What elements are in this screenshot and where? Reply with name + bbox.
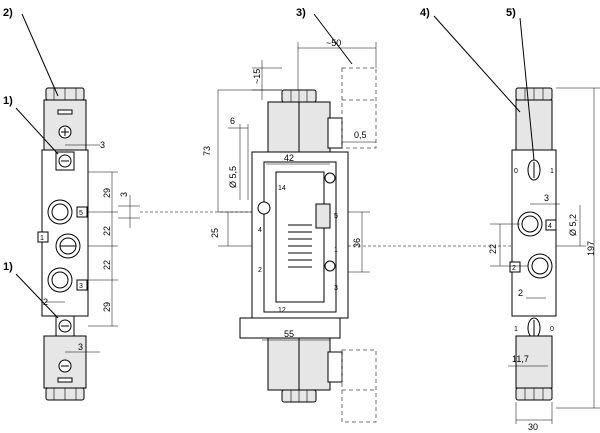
dim-15: ~15 <box>252 69 262 84</box>
left-callouts: 2) 1) 1) <box>3 7 59 319</box>
left-port-5-label: 5 <box>79 210 83 217</box>
callout-1-top: 1) <box>3 95 13 107</box>
dim-22-left-b: 22 <box>102 260 112 270</box>
middle-port-12: 12 <box>278 307 286 314</box>
callout-3: 3) <box>296 7 306 19</box>
dim-25: 25 <box>210 228 220 238</box>
callout-5: 5) <box>506 7 516 19</box>
right-bottom-coil <box>515 335 553 389</box>
callout-2: 2) <box>3 7 13 19</box>
dim-5-2-dia: Ø 5,2 <box>568 214 578 236</box>
dim-2-right: 2 <box>518 288 523 298</box>
dim-197: 197 <box>586 241 596 256</box>
dim-22-right: 22 <box>488 244 498 254</box>
dim-11-7: 11,7 <box>512 354 529 364</box>
middle-port-1: 1 <box>334 247 338 254</box>
spool-ribs <box>288 224 312 268</box>
callout-5-leader <box>519 17 535 161</box>
callout-3-leader <box>313 13 353 65</box>
middle-bottom-connector-outline <box>341 349 377 423</box>
dim-73: 73 <box>202 146 212 156</box>
dim-3-right: 3 <box>544 193 549 203</box>
right-port-2-label: 2 <box>512 265 516 272</box>
dim-3-top-left: 3 <box>100 140 105 150</box>
dim-30: 30 <box>528 422 538 432</box>
dim-2-left: 2 <box>43 297 48 307</box>
callout-4-leader <box>433 15 521 113</box>
middle-port-3: 3 <box>334 285 338 292</box>
switch-top-1: 1 <box>550 168 554 175</box>
switch-bottom-1: 1 <box>514 326 518 333</box>
switch-bottom-0: 0 <box>550 326 554 333</box>
dim-6: 6 <box>230 116 235 126</box>
middle-symbol-block <box>315 203 331 229</box>
dim-0-5: 0,5 <box>354 130 367 140</box>
dim-29-upper: 29 <box>102 188 112 198</box>
dim-22-left-a: 22 <box>102 226 112 236</box>
middle-valve-view: 14 12 5 1 3 4 2 <box>239 67 377 423</box>
middle-top-connector-outline <box>341 67 377 149</box>
right-valve-view: 0 1 4 2 1 0 <box>509 87 557 401</box>
left-port-3-label: 3 <box>79 283 83 290</box>
dim-3-bottom-left: 3 <box>78 342 83 352</box>
callout-4: 4) <box>420 7 430 19</box>
middle-port-14: 14 <box>278 185 286 192</box>
right-port-4-label: 4 <box>548 223 552 230</box>
middle-dimensions: ~50 ~15 73 6 Ø 5,5 0,5 42 25 36 55 <box>202 38 520 341</box>
switch-top-0: 0 <box>514 168 518 175</box>
callout-1-bottom: 1) <box>3 261 13 273</box>
left-top-coil <box>43 99 87 151</box>
right-top-coil <box>515 99 553 151</box>
left-valve-view: 5 1 3 <box>37 87 89 401</box>
dim-5-5-dia: Ø 5,5 <box>228 166 238 188</box>
middle-port-2: 2 <box>258 267 262 274</box>
middle-port-4: 4 <box>258 227 262 234</box>
dim-55: 55 <box>284 329 294 339</box>
middle-port-5: 5 <box>334 213 338 220</box>
dim-36: 36 <box>352 238 362 248</box>
dim-42: 42 <box>284 153 294 163</box>
dim-3-mid: 3 <box>119 192 129 197</box>
dim-29-lower: 29 <box>102 302 112 312</box>
left-port-1-label: 1 <box>40 235 44 242</box>
dim-50: ~50 <box>326 38 341 48</box>
right-dimensions: 3 Ø 5,2 22 2 197 11,7 30 <box>488 87 600 432</box>
